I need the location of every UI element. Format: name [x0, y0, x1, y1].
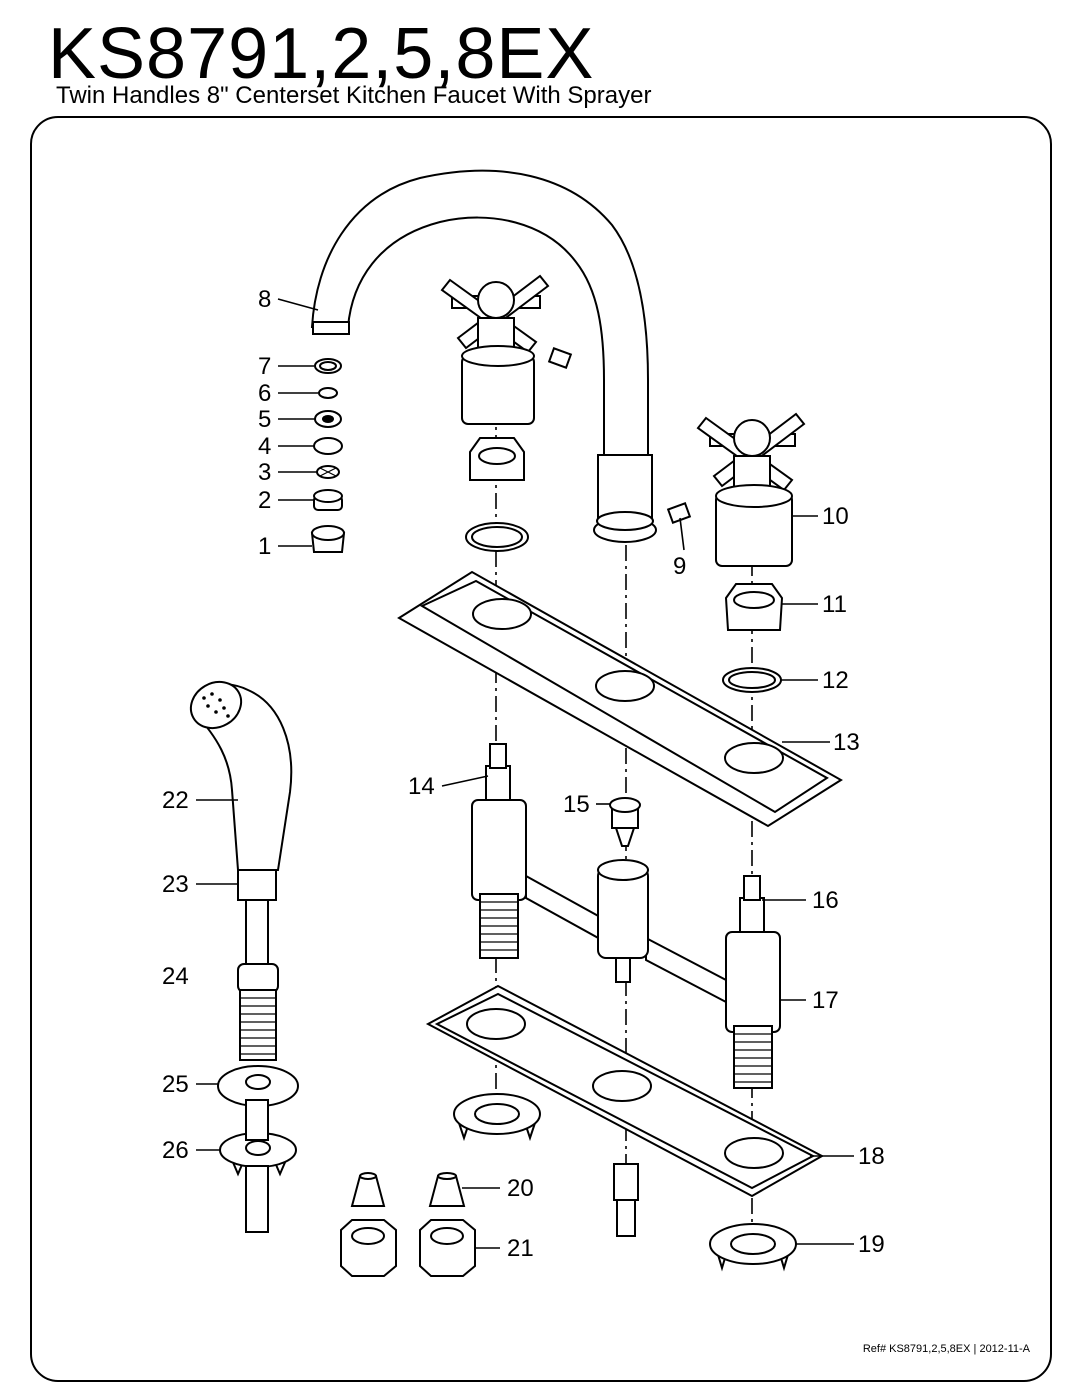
callout-8: 8 — [258, 286, 271, 313]
aerator-parts — [310, 358, 346, 553]
callout-24: 24 — [162, 963, 189, 990]
callout-10: 10 — [822, 503, 849, 530]
right-cross-handle — [666, 412, 806, 693]
callout-1: 1 — [258, 533, 271, 560]
callout-20: 20 — [507, 1175, 534, 1202]
model-title: KS8791,2,5,8EX — [48, 14, 595, 94]
callout-4: 4 — [258, 433, 271, 460]
valve-body — [471, 743, 781, 1089]
callout-15: 15 — [563, 791, 590, 818]
mounting-nuts — [453, 1093, 797, 1272]
callout-9: 9 — [673, 553, 686, 580]
callout-16: 16 — [812, 887, 839, 914]
callout-12: 12 — [822, 667, 849, 694]
callout-3: 3 — [258, 459, 271, 486]
callout-26: 26 — [162, 1137, 189, 1164]
callout-17: 17 — [812, 987, 839, 1014]
spout — [310, 169, 657, 543]
callout-labels: 8 7 6 5 4 3 2 1 9 10 11 12 13 14 15 16 1… — [162, 286, 885, 1262]
compression-fittings — [340, 1172, 476, 1277]
callout-13: 13 — [833, 729, 860, 756]
callout-6: 6 — [258, 380, 271, 407]
callout-21: 21 — [507, 1235, 534, 1262]
callout-11: 11 — [822, 591, 847, 618]
left-thread — [480, 901, 518, 951]
deck-plate — [397, 570, 843, 828]
left-cross-handle — [440, 274, 573, 552]
callout-2: 2 — [258, 487, 271, 514]
callout-14: 14 — [408, 773, 435, 800]
side-sprayer — [189, 680, 299, 1233]
callout-7: 7 — [258, 353, 271, 380]
model-subtitle: Twin Handles 8" Centerset Kitchen Faucet… — [56, 82, 652, 109]
right-thread — [734, 1033, 772, 1083]
reference-note: Ref# KS8791,2,5,8EX | 2012-11-A — [862, 1343, 1030, 1355]
callout-18: 18 — [858, 1143, 885, 1170]
callout-22: 22 — [162, 787, 189, 814]
callout-19: 19 — [858, 1231, 885, 1258]
hose-connector — [613, 1163, 639, 1237]
callout-23: 23 — [162, 871, 189, 898]
leader-lines — [196, 298, 854, 1249]
callout-5: 5 — [258, 406, 271, 433]
diagram-frame — [30, 116, 1052, 1382]
callout-25: 25 — [162, 1071, 189, 1098]
